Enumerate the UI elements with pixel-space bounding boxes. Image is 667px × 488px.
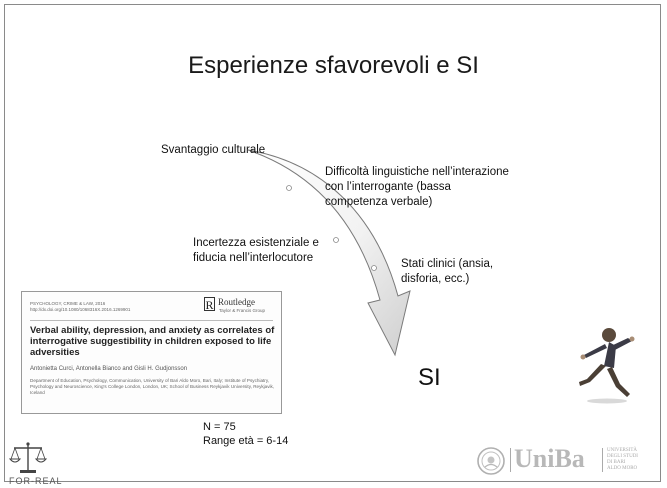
uniba-logo: UniBa UNIVERSITÀ DEGLI STUDI DI BARI ALD… [476, 444, 656, 476]
study-stats: N = 75 Range età = 6-14 [203, 420, 288, 448]
arrow-dot [286, 185, 292, 191]
factor-label-cultural-disadvantage: Svantaggio culturale [161, 144, 266, 156]
factor-label-clinical-states: Stati clinici (ansia, disforia, ecc.) [401, 258, 494, 285]
paper-divider [30, 320, 273, 321]
paper-thumbnail: PSYCHOLOGY, CRIME & LAW, 2016 http://dx.… [21, 291, 282, 414]
factor-label-linguistic-difficulties: Difficoltà linguistiche nell’interazione… [325, 166, 509, 208]
logo-divider [602, 448, 603, 472]
arrow-target-label: SI [418, 364, 441, 391]
uniba-subtitle: UNIVERSITÀ DEGLI STUDI DI BARI ALDO MORO [607, 448, 638, 471]
for-real-logo: FOR-REAL [8, 441, 62, 486]
factor-label-existential-uncertainty: Incertezza esistenziale e fiducia nell’i… [193, 237, 319, 264]
university-seal-icon [477, 447, 505, 475]
publisher-logo-icon: R [204, 297, 215, 312]
paper-title: Verbal ability, depression, and anxiety … [30, 325, 275, 358]
arrow-dot [371, 265, 377, 271]
paper-publisher-sub: Taylor & Francis Group [219, 308, 266, 313]
sample-size: N = 75 [203, 421, 236, 433]
age-range: Range età = 6-14 [203, 435, 289, 447]
paper-publisher: Routledge [218, 297, 255, 307]
scales-of-justice-icon [8, 442, 48, 473]
slide-title: Esperienze sfavorevoli e SI [188, 52, 479, 79]
logo-divider [510, 448, 511, 472]
uniba-wordmark: UniBa [514, 444, 585, 473]
paper-affiliations: Department of Education, Psychology, Com… [30, 378, 275, 396]
running-child-icon [579, 328, 635, 404]
arrow-dot [333, 237, 339, 243]
paper-journal: PSYCHOLOGY, CRIME & LAW, 2016 http://dx.… [30, 301, 131, 312]
slide-frame [4, 4, 661, 482]
paper-authors: Antonietta Curci, Antonella Bianco and G… [30, 366, 188, 372]
for-real-label: FOR-REAL [9, 476, 63, 486]
